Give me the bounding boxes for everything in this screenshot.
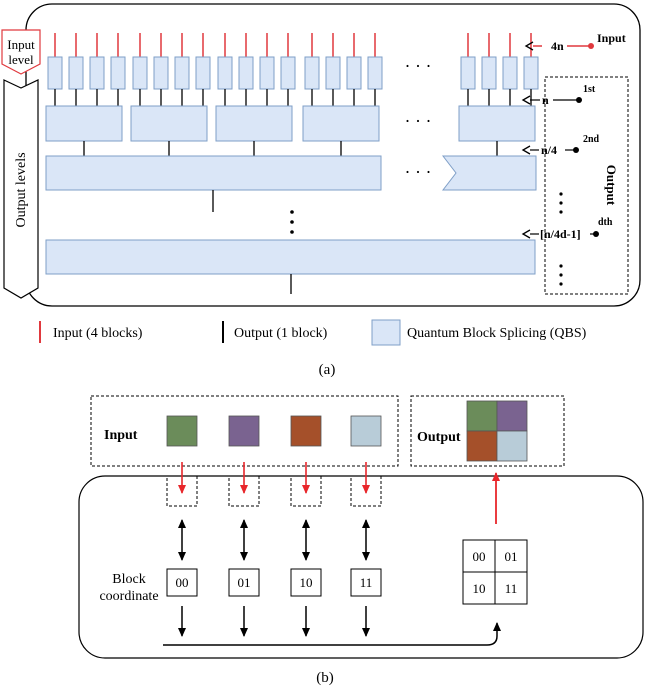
legend-qbs-text: Quantum Block Splicing (QBS) (407, 326, 587, 341)
input-level-block (367, 56, 383, 90)
input-level-line1: Input (7, 37, 35, 52)
count-n4-text: n/4 (541, 143, 557, 157)
qbs-process-frame (78, 475, 644, 659)
output-box-b (410, 395, 565, 467)
vertical-ellipsis-right2 (559, 264, 563, 286)
legend-input-text: Input (4 blocks) (53, 326, 143, 341)
legend-qbs-swatch (371, 319, 401, 346)
input-label: Input (104, 428, 138, 443)
input-level-block (195, 56, 211, 90)
count-second-text: 2nd (583, 134, 600, 145)
coordinate-box (166, 568, 198, 597)
input-level-block (110, 56, 126, 90)
input-level-block (280, 56, 296, 90)
coordinate-columns: 00 01 10 11 (166, 415, 382, 637)
output-label: Output (417, 430, 461, 445)
ellipsis-row1: · · · (405, 56, 432, 76)
level1-qbs-block (302, 105, 380, 142)
block-coordinate-line1: Block (112, 572, 145, 587)
count-level-1: n 1st (521, 84, 596, 107)
grid-00: 00 (473, 549, 486, 564)
count-level-d: [n/4d-1] dth (521, 217, 613, 241)
vertical-ellipsis-right1 (559, 192, 563, 214)
input-level-block (502, 56, 518, 90)
legend-output-text: Output (1 block) (234, 326, 328, 341)
input-level-block (523, 56, 539, 90)
output-side-label: Output (604, 165, 619, 206)
output-dashed-box (544, 76, 629, 295)
count-nd-text: [n/4d-1] (540, 227, 581, 241)
input-block-01 (228, 415, 260, 447)
coordinate-label: 00 (176, 575, 189, 590)
coordinate-label: 01 (238, 575, 251, 590)
count-first-text: 1st (583, 84, 596, 95)
level2-qbs-block-partial (441, 155, 537, 191)
input-block-11 (350, 415, 382, 447)
input-level-block (304, 56, 320, 90)
output-coordinate-grid: 00 01 10 11 (462, 539, 528, 605)
ellipsis-row2: · · · (405, 111, 432, 131)
input-level-block (325, 56, 341, 90)
input-level-block (238, 56, 254, 90)
count-4n-text: 4n (551, 39, 564, 53)
level1-qbs-block (215, 105, 293, 142)
count-level-2: n/4 2nd (521, 134, 600, 157)
legend-a: Input (4 blocks) Output (1 block) Quantu… (39, 319, 587, 346)
block-coordinate-line2: coordinate (99, 589, 158, 604)
input-level-block (68, 56, 84, 90)
output-2x2 (466, 400, 528, 462)
input-block-00 (166, 415, 198, 447)
level2-qbs-block (45, 155, 382, 191)
input-level-block (460, 56, 476, 90)
input-level-block (259, 56, 275, 90)
input-block-10 (290, 415, 322, 447)
input-level-block (47, 56, 63, 90)
input-level-shape (1, 29, 41, 75)
input-level-block (346, 56, 362, 90)
grid-10: 10 (473, 581, 486, 596)
count-n-text: n (542, 93, 549, 107)
input-level-marker: Input level (1, 29, 41, 75)
input-level-block (89, 56, 105, 90)
caption-b: (b) (316, 670, 334, 686)
leveld-qbs-block (45, 239, 536, 275)
vertical-ellipsis-middle (290, 210, 294, 234)
qbs-levels (45, 33, 539, 294)
part-a: Input level Output levels · · · · · · · … (1, 3, 641, 307)
count-input-text: Input (597, 31, 626, 45)
count-input-4n: 4n Input (524, 31, 626, 53)
coordinate-box (350, 568, 382, 597)
input-level-line2: level (8, 52, 34, 67)
caption-a: (a) (319, 362, 336, 378)
coordinate-label: 11 (360, 575, 373, 590)
count-dth-text: dth (598, 217, 613, 228)
input-level-block (153, 56, 169, 90)
coordinate-box (290, 568, 322, 597)
part-b: Input Output Block coordinate 00 01 10 11 0… (78, 395, 644, 659)
input-level-block (217, 56, 233, 90)
coordinate-label: 10 (300, 575, 313, 590)
grid-01: 01 (505, 549, 518, 564)
input-level-block (174, 56, 190, 90)
level1-qbs-block (130, 105, 208, 142)
output-levels-marker: Output levels (3, 79, 39, 299)
coordinate-box (228, 568, 260, 597)
ellipsis-row3: · · · (405, 162, 432, 182)
output-levels-label: Output levels (14, 152, 29, 227)
level1-qbs-block (45, 105, 123, 142)
input-level-block (481, 56, 497, 90)
collect-arrow (163, 622, 501, 646)
level1-qbs-block (458, 105, 536, 142)
input-level-block (132, 56, 148, 90)
output-levels-shape (3, 79, 39, 299)
grid-11: 11 (505, 581, 518, 596)
